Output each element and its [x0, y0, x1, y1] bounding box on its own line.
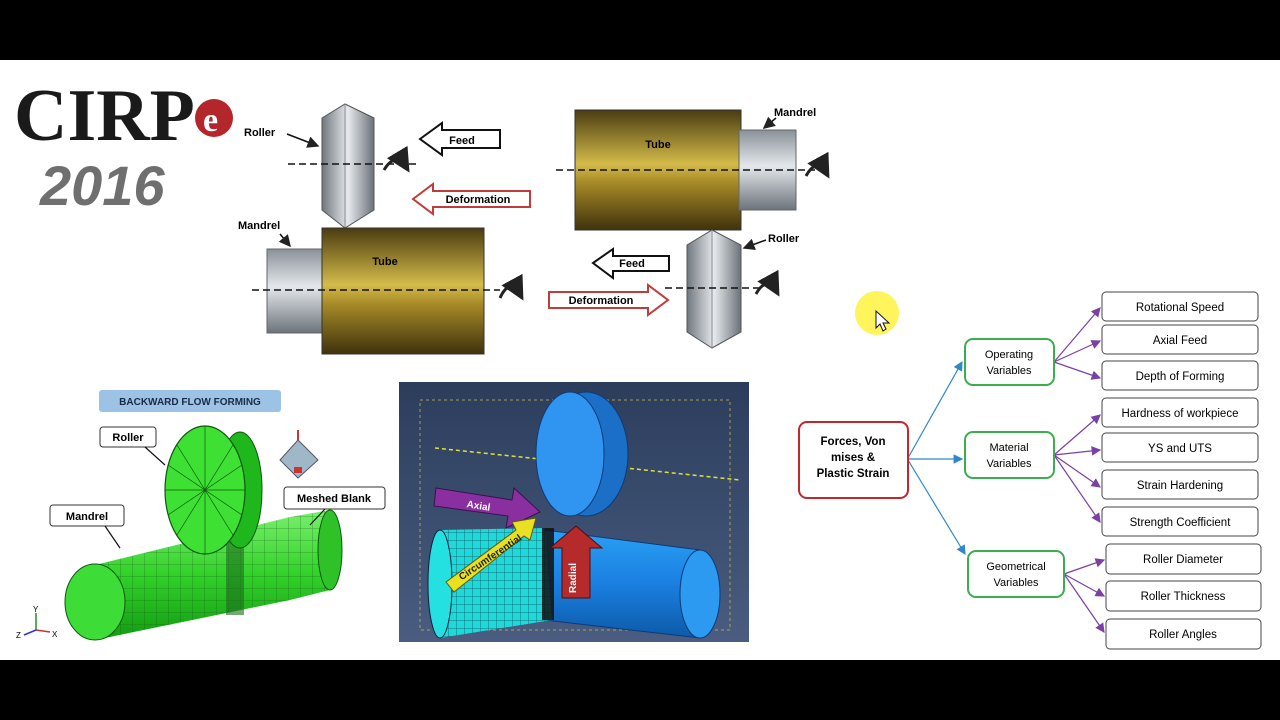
mandrel-pointer	[278, 233, 291, 248]
triad-z-label: Z	[16, 631, 21, 640]
group-label-line-1: Operating	[985, 349, 1033, 361]
roller-shape-right	[686, 229, 742, 349]
sim-roller-shape	[535, 391, 629, 517]
tube-rotation-icon	[498, 273, 524, 301]
group-node-operating: Operating Variables	[964, 338, 1055, 386]
top-left-diagram: Feed Deformation Roller Mandrel Tube	[238, 103, 531, 355]
view-cube-icon	[279, 430, 319, 479]
root-line-2: mises &	[831, 452, 875, 464]
cursor-arrow-icon	[875, 309, 891, 332]
leaf-label: Depth of Forming	[1136, 371, 1225, 383]
slide-canvas: CIRP e 2016 Feed Deformation Roll	[14, 75, 1262, 650]
tube-label-right: Tube	[645, 139, 670, 151]
variable-tree: Forces, Von mises & Plastic Strain Opera…	[798, 291, 1262, 650]
roller-pointer	[286, 133, 320, 148]
logo-cirp-text: CIRP	[14, 75, 195, 157]
logo-year: 2016	[39, 154, 165, 217]
leaf-rotational-speed: Rotational Speed	[1101, 291, 1259, 322]
axial-label: Axial	[466, 499, 492, 514]
deformation-label-right: Deformation	[569, 295, 634, 307]
meshed-blank-callout: Meshed Blank	[283, 486, 386, 526]
axis-triad-icon: Y X Z	[16, 605, 58, 640]
group-label-line-2: Variables	[993, 577, 1039, 589]
tree-connectors	[907, 307, 1106, 633]
tube-rotation-icon-right	[804, 151, 830, 179]
group-label-line-1: Material	[989, 442, 1028, 454]
leaf-label: Roller Thickness	[1141, 591, 1226, 603]
simulation-panel: Axial Circumferential Radial	[399, 382, 749, 642]
mandrel-callout: Mandrel	[49, 504, 125, 549]
mandrel-shape	[266, 248, 326, 334]
leaf-roller-thickness: Roller Thickness	[1105, 580, 1262, 612]
meshed-blank-shape	[64, 509, 343, 641]
sim-tube-shape	[427, 528, 554, 639]
feed-arrow-right: Feed	[591, 247, 670, 280]
fem-title: BACKWARD FLOW FORMING	[119, 397, 261, 408]
feed-label: Feed	[449, 135, 475, 147]
leaf-label: YS and UTS	[1148, 443, 1212, 455]
mouse-cursor	[855, 291, 899, 335]
leaf-label: Strain Hardening	[1137, 480, 1223, 492]
group-label-line-1: Geometrical	[986, 561, 1045, 573]
group-node-material: Material Variables	[964, 431, 1055, 479]
fem-meshed-blank-label: Meshed Blank	[297, 493, 372, 505]
roller-pointer-right	[742, 238, 767, 251]
roller-callout: Roller	[99, 426, 166, 466]
leaf-hardness-of-workpiece: Hardness of workpiece	[1101, 397, 1259, 428]
roller-wheel-shape	[164, 425, 263, 555]
leaf-depth-of-forming: Depth of Forming	[1101, 360, 1259, 391]
cirpe-logo: CIRP e 2016	[14, 75, 233, 217]
fem-mandrel-label: Mandrel	[66, 511, 108, 523]
leaf-roller-diameter: Roller Diameter	[1105, 543, 1262, 575]
group-label-line-2: Variables	[986, 365, 1032, 377]
mandrel-pointer-right	[762, 116, 777, 129]
leaf-label: Roller Diameter	[1143, 554, 1223, 566]
leaf-label: Axial Feed	[1153, 335, 1207, 347]
roller-label-right: Roller	[768, 233, 800, 245]
connector-root-operating	[907, 360, 963, 459]
roller-rotation-icon-right	[754, 269, 780, 297]
root-node: Forces, Von mises & Plastic Strain	[798, 421, 909, 499]
root-line-3: Plastic Strain	[817, 468, 890, 480]
feed-label-right: Feed	[619, 258, 645, 270]
leaf-axial-feed: Axial Feed	[1101, 324, 1259, 355]
mandrel-label: Mandrel	[238, 220, 280, 232]
leaf-roller-angles: Roller Angles	[1105, 618, 1262, 650]
radial-arrow: Radial	[548, 525, 604, 599]
group-label-line-2: Variables	[986, 458, 1032, 470]
leaf-strain-hardening: Strain Hardening	[1101, 469, 1259, 500]
fem-panel: BACKWARD FLOW FORMING Roller	[16, 390, 386, 641]
roller-label: Roller	[244, 127, 276, 139]
logo-e-badge	[195, 99, 233, 137]
leaf-label: Hardness of workpiece	[1122, 408, 1239, 420]
slide: CIRP e 2016 Feed Deformation Roll	[0, 60, 1280, 660]
leaf-label: Strength Coefficient	[1130, 517, 1232, 529]
triad-y-label: Y	[33, 605, 39, 614]
deformation-arrow: Deformation	[411, 182, 531, 216]
tube-label: Tube	[372, 256, 397, 268]
triad-x-label: X	[52, 630, 58, 639]
leaf-label: Rotational Speed	[1136, 302, 1224, 314]
connector-root-geometrical	[907, 459, 966, 556]
deformation-label: Deformation	[446, 194, 511, 206]
radial-label: Radial	[568, 563, 579, 593]
leaf-ys-and-uts: YS and UTS	[1101, 432, 1259, 463]
leaf-strength-coefficient: Strength Coefficient	[1101, 506, 1259, 537]
leaf-items: Rotational Speed Axial Feed Depth of For…	[1101, 291, 1262, 650]
roller-shape	[321, 103, 375, 229]
fem-title-box	[99, 390, 281, 412]
roller-rotation-icon	[382, 145, 410, 173]
logo-e-text: e	[203, 102, 218, 139]
top-right-diagram: Feed Deformation Mandrel Tube Roller	[548, 107, 830, 349]
tube-shape	[321, 227, 485, 355]
group-node-geometrical: Geometrical Variables	[967, 550, 1065, 598]
mandrel-label-right: Mandrel	[774, 107, 816, 119]
root-line-1: Forces, Von	[821, 436, 886, 448]
fem-roller-label: Roller	[112, 432, 144, 444]
feed-arrow: Feed	[418, 121, 501, 157]
deformation-arrow-right: Deformation	[548, 283, 670, 317]
leaf-label: Roller Angles	[1149, 629, 1217, 641]
